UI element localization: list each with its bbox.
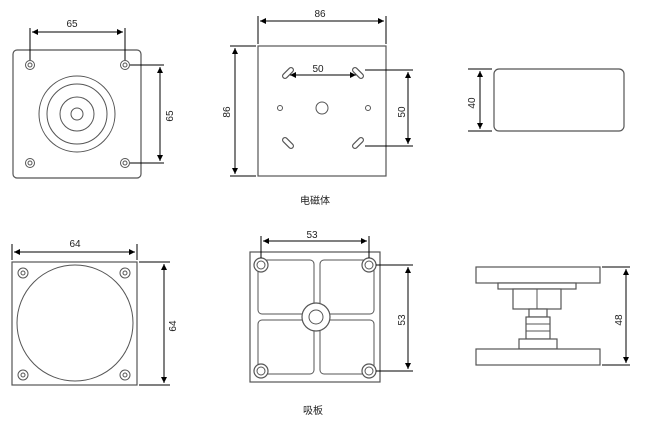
plate-back-view: 53 53 xyxy=(249,230,413,383)
magnet-back-view: 86 50 86 50 xyxy=(222,9,413,177)
magnet-back-height-label: 86 xyxy=(222,106,233,118)
magnet-back-slot-vertical-label: 50 xyxy=(397,106,408,118)
plate-caption: 吸板 xyxy=(303,404,323,417)
magnet-back-width-label: 86 xyxy=(314,9,326,20)
magnet-back-slot-spacing-label: 50 xyxy=(312,64,324,75)
magnet-front-view: 65 65 xyxy=(12,19,176,179)
plate-front-width-label: 64 xyxy=(69,239,81,250)
plate-side-view: 48 xyxy=(475,266,630,366)
plate-back-hole-spacing-label: 53 xyxy=(306,230,318,241)
plate-side-height-label: 48 xyxy=(614,314,625,326)
plate-front-view: 64 64 xyxy=(11,239,179,386)
magnet-front-width-label: 65 xyxy=(66,19,78,30)
magnet-caption: 电磁体 xyxy=(300,194,330,207)
magnet-side-thickness-label: 40 xyxy=(467,97,478,109)
plate-back-hole-vertical-label: 53 xyxy=(397,314,408,326)
magnet-front-height-label: 65 xyxy=(165,110,176,122)
plate-front-height-label: 64 xyxy=(168,320,179,332)
magnet-side-view: 40 xyxy=(467,68,625,132)
